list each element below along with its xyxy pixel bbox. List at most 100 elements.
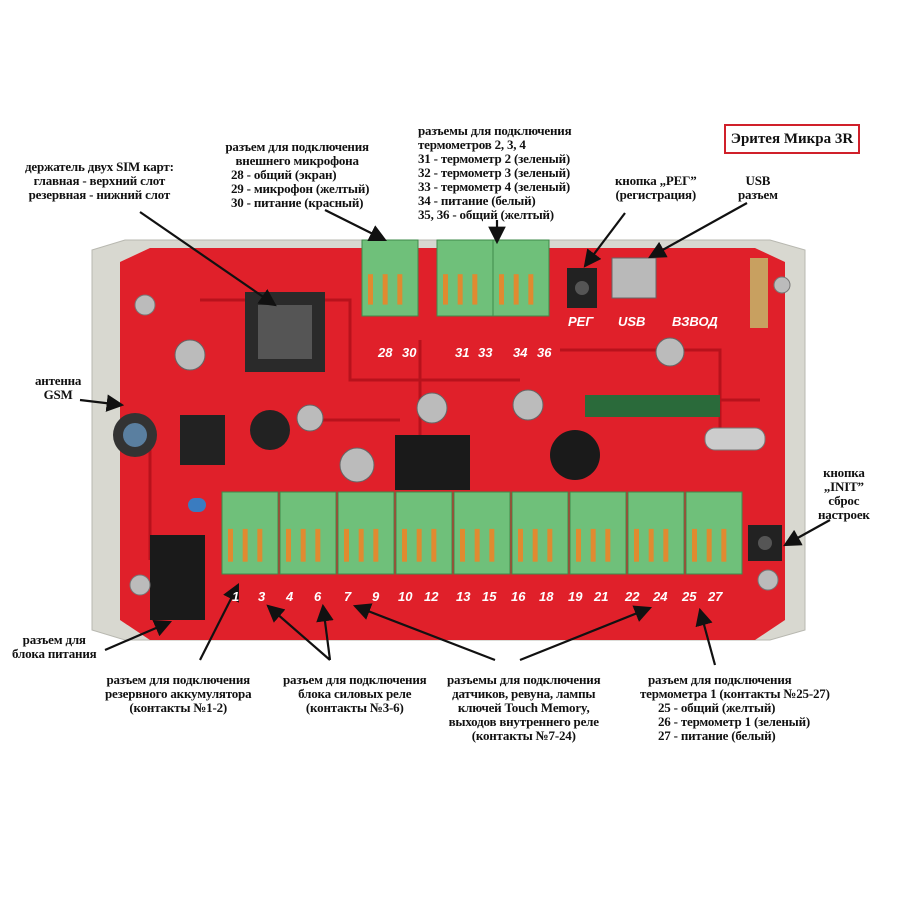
label-line: держатель двух SIM карт:: [25, 159, 174, 174]
terminal-lever: [576, 528, 581, 562]
terminal-lever: [489, 528, 495, 562]
label-line: GSM: [43, 387, 73, 402]
terminal-lever: [518, 528, 523, 562]
label-reg-button: кнопка „РЕГ” (регистрация): [615, 174, 697, 202]
regulator: [180, 415, 225, 465]
label-line: кнопка: [823, 465, 865, 480]
screws: [129, 276, 791, 596]
label-line: 26 - термометр 1 (зеленый): [658, 714, 810, 729]
pin-number: 12: [424, 589, 439, 604]
label-line: резервная - нижний слот: [28, 187, 171, 202]
pin-number: 19: [568, 589, 583, 604]
label-relay-block: разъем для подключения блока силовых рел…: [283, 672, 427, 715]
pin-number: 22: [625, 589, 640, 604]
label-line: (контакты №3-6): [305, 700, 404, 715]
label-line: термометров 2, 3, 4: [418, 137, 526, 152]
pin-number: 25: [682, 589, 697, 604]
terminal-lever: [706, 528, 712, 562]
label-line: (контакты №7-24): [471, 728, 576, 743]
label-line: разъем для подключения: [283, 672, 427, 687]
pin-number: 24: [653, 589, 668, 604]
inductor: [250, 410, 290, 450]
terminal-lever: [472, 274, 478, 305]
label-line: 28 - общий (экран): [231, 167, 337, 182]
arrows: [79, 202, 831, 666]
usb-connector: [611, 257, 657, 299]
terminal-lever: [590, 528, 596, 562]
pin-number: 7: [344, 589, 352, 604]
sim-slot: [258, 305, 312, 359]
label-antenna: антенна GSM: [35, 374, 81, 402]
pin-number: USB: [618, 314, 646, 329]
pin-number: 3: [258, 589, 266, 604]
terminal-lever: [474, 528, 480, 562]
pin-number: 18: [539, 589, 554, 604]
label-line: сброс: [828, 493, 860, 508]
pin-number: 34: [513, 345, 528, 360]
pin-number: 1: [232, 589, 240, 604]
label-microphone: разъем для подключения внешнего микрофон…: [225, 140, 369, 210]
terminal-lever: [257, 528, 263, 562]
terminal-lever: [692, 528, 697, 562]
label-line: разъем: [738, 187, 778, 202]
pin-number: 9: [372, 589, 380, 604]
label-init-button: кнопка „INIT” сброс настроек: [818, 466, 870, 522]
pin-number: 21: [594, 589, 609, 604]
terminal-lever: [315, 528, 321, 562]
gsm-antenna-spring: [750, 258, 768, 328]
label-line: выходов внутреннего реле: [448, 714, 599, 729]
terminal-lever: [373, 528, 379, 562]
terminal-lever: [663, 528, 669, 562]
label-line: блока силовых реле: [298, 686, 412, 701]
pin-number: 27: [708, 589, 723, 604]
pin-number: РЕГ: [568, 314, 594, 329]
label-line: настроек: [818, 507, 870, 522]
label-sim-holder: держатель двух SIM карт: главная - верхн…: [25, 160, 174, 202]
terminal-lever: [286, 528, 291, 562]
label-line: 32 - термометр 3 (зеленый): [418, 165, 570, 180]
label-line: 34 - питание (белый): [418, 193, 536, 208]
label-line: датчиков, ревуна, лампы: [452, 686, 596, 701]
label-line: 25 - общий (желтый): [658, 700, 776, 715]
pin-number: 33: [478, 345, 493, 360]
label-line: USB: [745, 173, 771, 188]
coil-core: [123, 423, 147, 447]
capacitors: [174, 337, 685, 483]
terminal-lever: [460, 528, 465, 562]
terminal-lever: [344, 528, 349, 562]
terminal-lever: [648, 528, 654, 562]
reg-button-cap: [575, 281, 589, 295]
label-line: (контакты №1-2): [129, 700, 228, 715]
terminal-blocks: [221, 239, 743, 575]
terminal-lever: [242, 528, 248, 562]
pin-number: 16: [511, 589, 526, 604]
label-thermometer-1: разъем для подключения термометра 1 (кон…: [640, 673, 830, 743]
label-line: кнопка „РЕГ”: [615, 173, 697, 188]
pin-number: 31: [455, 345, 470, 360]
terminal-lever: [547, 528, 553, 562]
terminal-lever: [457, 274, 463, 305]
terminal-lever: [416, 528, 422, 562]
label-line: 35, 36 - общий (желтый): [418, 207, 554, 222]
init-button-cap: [758, 536, 772, 550]
terminal-lever: [431, 528, 437, 562]
pin-number: 10: [398, 589, 413, 604]
terminal-lever: [358, 528, 364, 562]
terminal-lever: [382, 274, 388, 305]
terminal-lever: [443, 274, 448, 305]
pin-number: 28: [378, 345, 393, 360]
label-thermometers: разъемы для подключения термометров 2, 3…: [418, 123, 572, 222]
label-usb: USB разъем: [738, 174, 778, 202]
label-line: разъем для подключения: [225, 139, 369, 154]
label-line: 33 - термометр 4 (зеленый): [418, 179, 570, 194]
terminal-lever: [528, 274, 534, 305]
pin-number: 15: [482, 589, 497, 604]
terminal-lever: [402, 528, 407, 562]
pin-number: 13: [456, 589, 471, 604]
label-battery: разъем для подключения резервного аккуму…: [105, 673, 252, 715]
pin-number: 6: [314, 589, 322, 604]
label-line: разъемы для подключения: [418, 123, 572, 138]
pin-number: 4: [286, 589, 294, 604]
pin-number: 30: [402, 345, 417, 360]
